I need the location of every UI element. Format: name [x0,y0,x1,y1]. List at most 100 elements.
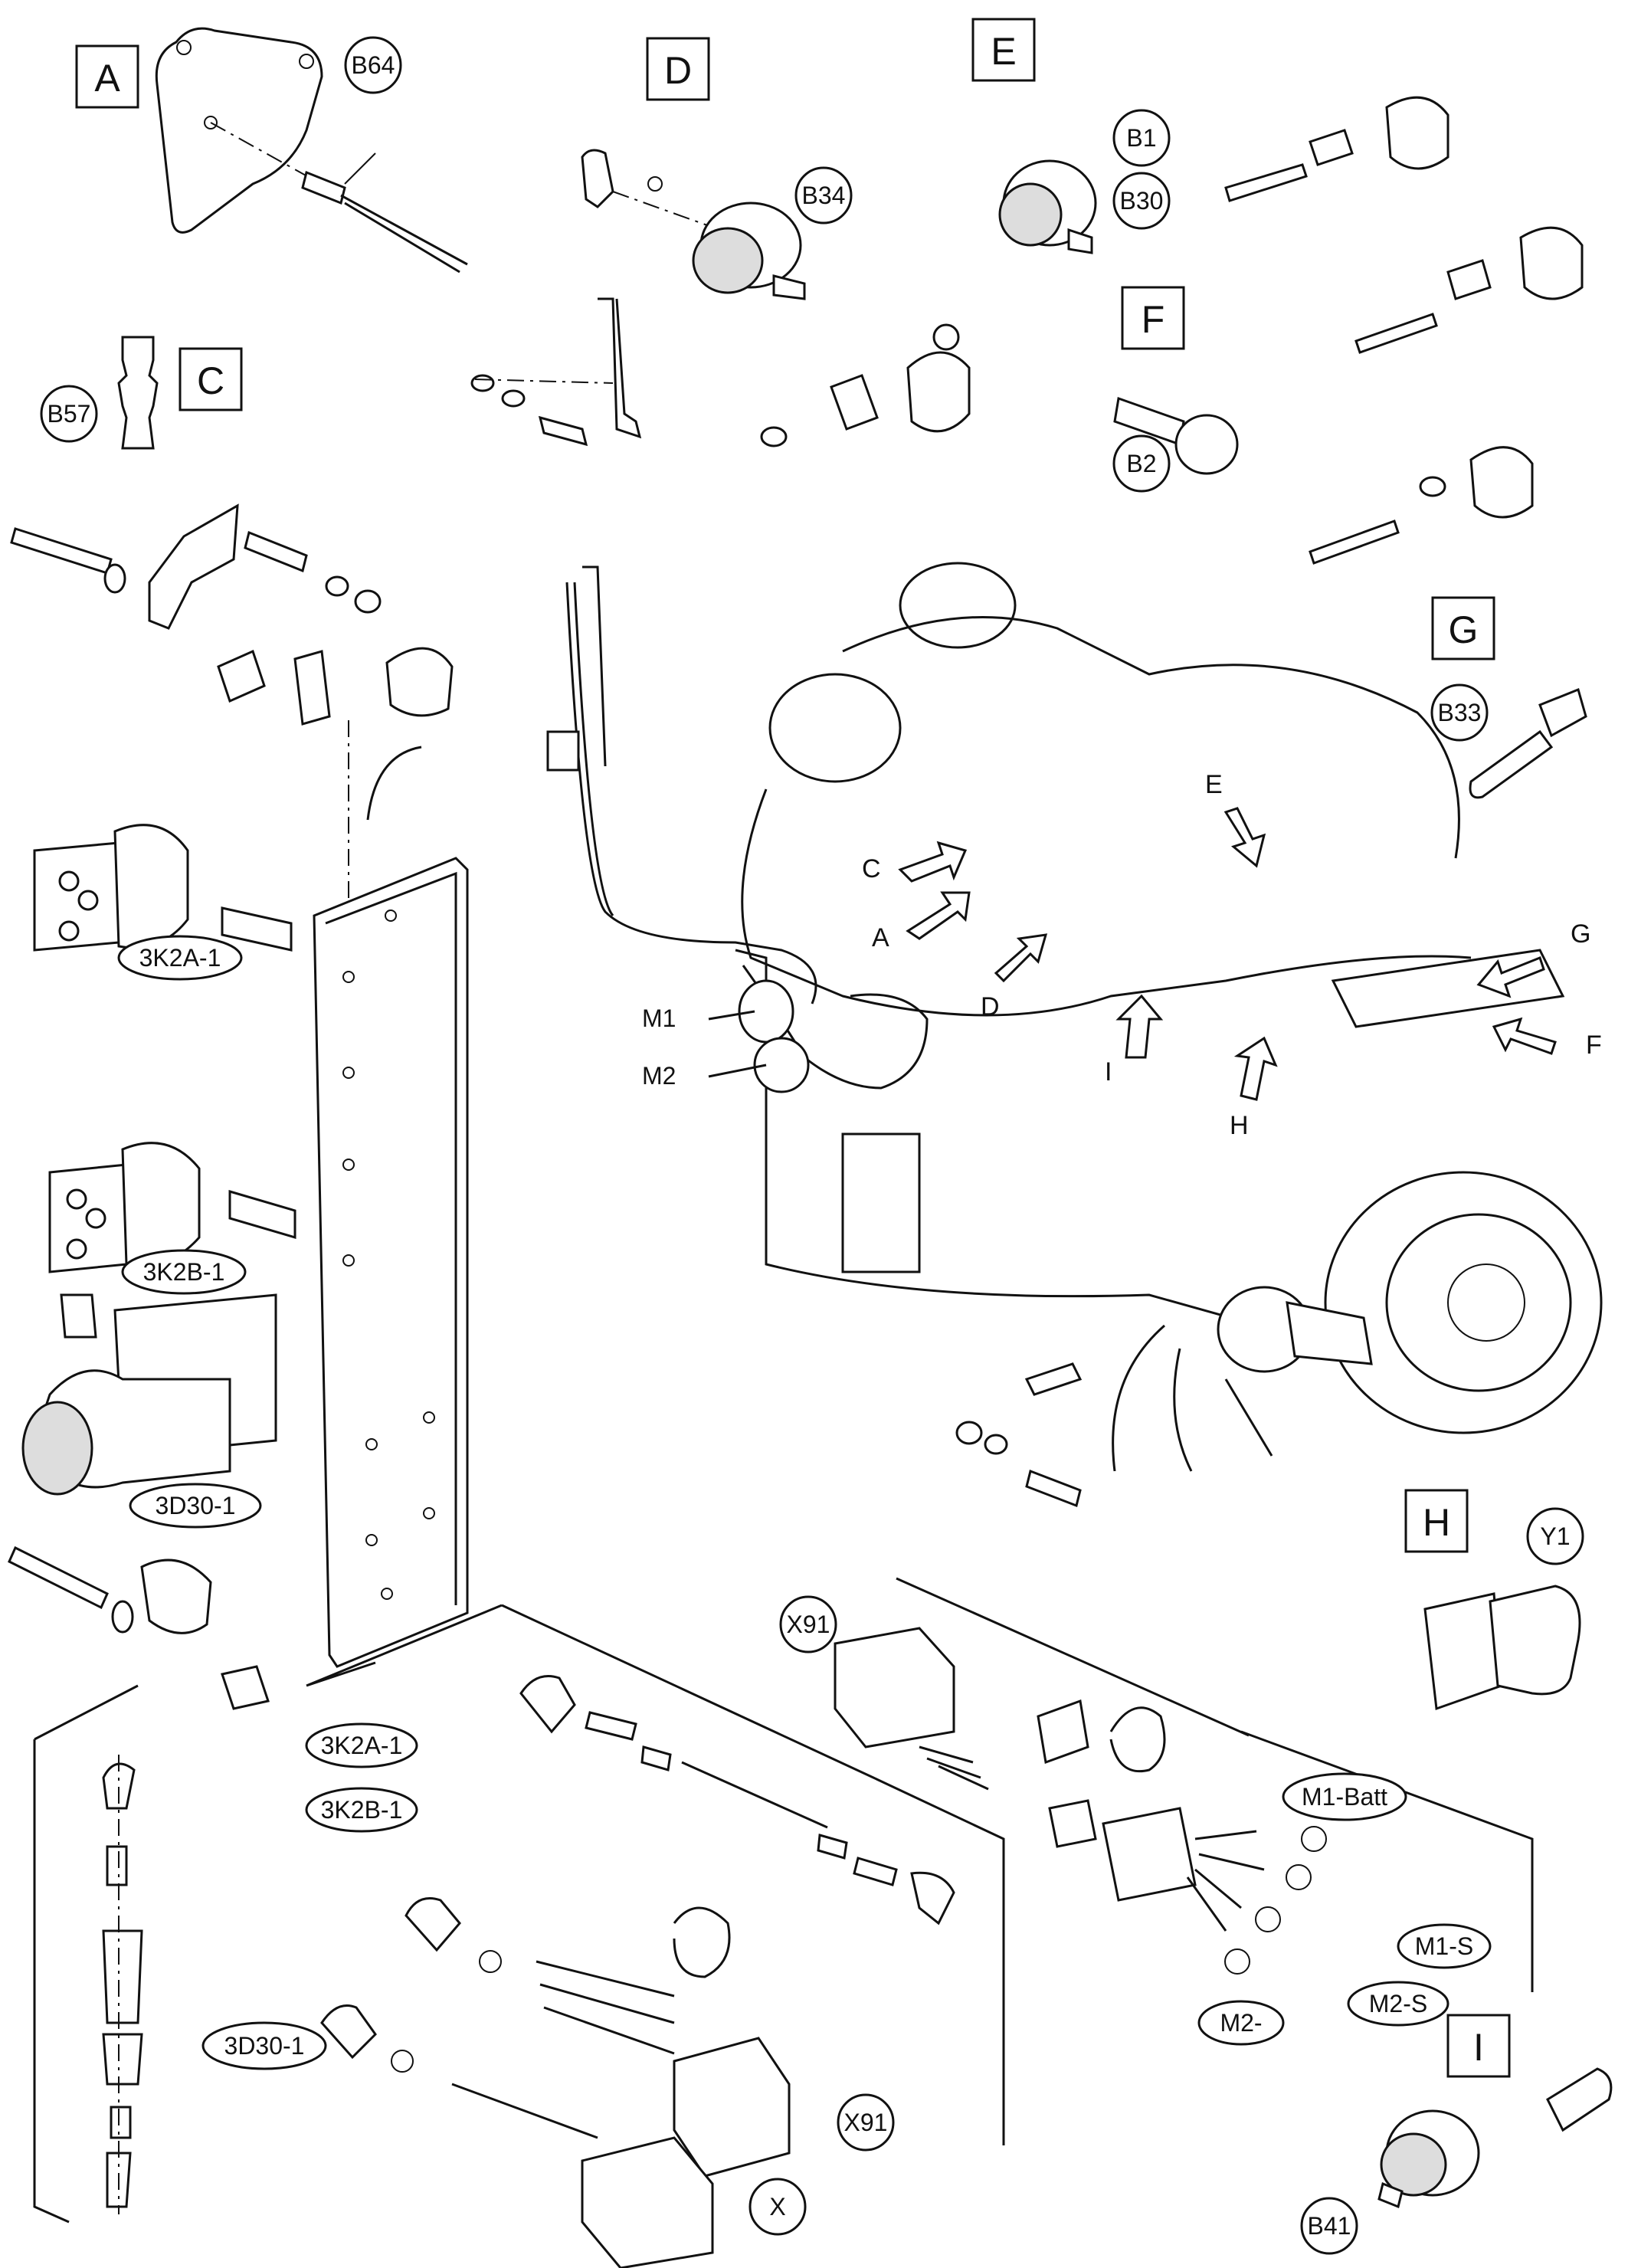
nut [955,1421,983,1445]
view-e-group: E B1 B30 [971,18,1584,565]
view-d-box [646,37,710,101]
ring-terminal [1224,1948,1250,1975]
engine-assembly: C A D E G F H I M1 M2 [642,562,1603,1508]
washer [1419,476,1446,497]
relay-terminal [77,890,99,911]
harness-bracket [546,565,817,1005]
relay-3k2a-group: 3K2A-1 [33,824,293,981]
group-frame [306,1604,1005,2145]
view-g-letter: G [1449,608,1479,651]
x-connector [581,2136,714,2268]
cable-leads [1186,1830,1265,1932]
terminal [585,1711,637,1741]
view-d-letter: D [664,49,692,92]
view-i-letter: I [1473,2026,1484,2069]
pin [681,1761,828,1829]
starter-cables [1112,1324,1273,1472]
washer [984,1434,1008,1455]
x91-connector [834,1627,955,1749]
arrow-d [994,933,1048,983]
mounting-rail [313,720,469,1668]
plate-hole [299,54,314,69]
ring-terminal [1255,1906,1281,1932]
spacer [221,906,293,952]
wire-m2-label: M2 [642,1062,676,1090]
connector-m1 [738,979,794,1044]
arrow-c [898,841,968,883]
starter-relay-ref-tag [201,2021,327,2070]
bolt [1354,313,1438,354]
rubber-boot [320,2004,377,2060]
centerline [210,122,315,181]
p-clamp [140,1558,212,1634]
x91-plug [673,2037,791,2178]
starter-nose [1286,1301,1373,1365]
view-g-box [1431,596,1495,660]
washer [103,563,126,594]
b1-circle [1112,109,1171,167]
p-clamp [385,647,454,717]
arrow-a [906,891,971,940]
view-c-box [179,347,243,411]
terminal [110,2106,132,2139]
x91-pins [919,1745,989,1791]
relay-3k2b-body [121,1142,201,1267]
b41-cap [1546,2067,1613,2132]
m1-batt-label: M1-Batt [1302,1783,1387,1811]
view-h-group: H Y1 [1404,1489,1584,1711]
callout-e: E [1205,770,1223,799]
view-h-letter: H [1423,1501,1450,1544]
callout-i: I [1105,1057,1112,1086]
sensor-b34-thread [772,274,806,300]
b30-circle [1112,172,1171,230]
rail-hole [423,1411,435,1424]
b41-circle [1300,2197,1358,2255]
sensor-b1-face [998,182,1063,247]
sensor-b64-wire [340,194,468,274]
p-clamp [1469,446,1534,519]
sensor-b33-hex [1538,687,1587,738]
ring-terminal [1286,1864,1312,1890]
view-h-box [1404,1489,1469,1553]
sensor-b41-thread [1377,2181,1404,2209]
engine-outline [741,788,1472,1017]
b2-label: B2 [1126,450,1156,477]
b30-label: B30 [1120,187,1164,215]
spacer [830,374,879,431]
view-e-letter: E [991,30,1016,73]
m2-minus-label: M2- [1220,2009,1262,2037]
flywheel [1385,1213,1572,1392]
engine-block-outline [735,949,1571,1381]
turbo-left [768,673,902,783]
clamp-tab [932,323,960,351]
b64-label: B64 [352,51,395,79]
relay-3k2b-group: 3K2B-1 [48,1142,296,1295]
bolt [1309,519,1400,565]
starter-relay-label: 3D30-1 [156,1492,236,1519]
cable-spring [102,2033,143,2086]
view-f-letter: F [1142,298,1165,341]
connector-block [546,730,580,772]
rubber-boot [102,1762,136,1810]
relay-terminal [58,870,80,892]
relay-3k2b-label: 3K2B-1 [143,1258,225,1286]
wire-label-leaders [708,1010,767,1078]
m2-minus-tag [1197,2000,1285,2046]
view-c-group: C B57 [40,336,243,450]
view-d-group: D B34 [470,37,971,447]
view-f-group: F B2 [1112,286,1239,493]
hose-clamp [673,1906,731,1978]
small-clip [60,1293,97,1339]
washer [470,374,495,392]
callout-g: G [1571,919,1590,949]
sensor-b34-face [692,227,764,294]
starter-relay-ref-label: 3D30-1 [224,2032,305,2060]
b64-circle [344,36,402,94]
view-a-letter: A [94,57,120,100]
left-cable-assembly [33,1684,143,2224]
callout-h: H [1230,1111,1249,1140]
relay-b-ref-tag [305,1787,418,1833]
arrow-f [1492,1017,1557,1055]
cable-spring [102,1929,143,2024]
assembly-frame [33,1684,139,2224]
